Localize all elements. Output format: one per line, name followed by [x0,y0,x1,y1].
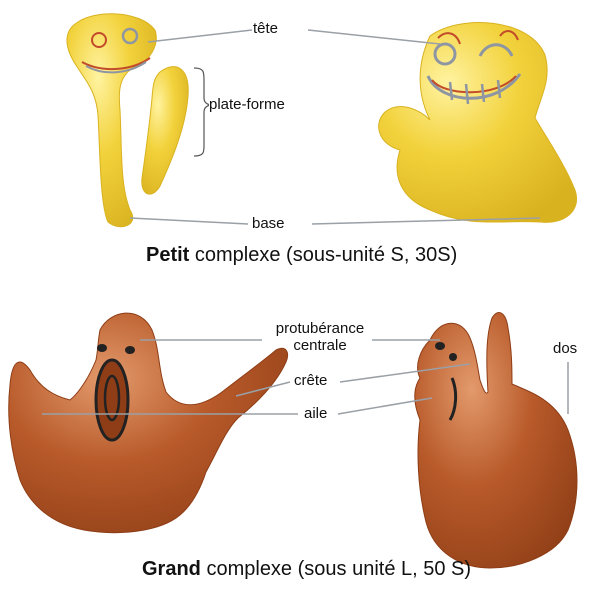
small-subunit-side-view [378,22,577,223]
small-subunit-left-body [66,13,157,228]
leader-crete-left [235,381,291,397]
label-protuberance-centrale: protubérance centrale [268,320,372,354]
label-plate-forme: plate-forme [209,96,285,113]
label-aile: aile [304,405,328,422]
large-subunit-side-view [414,312,578,569]
leader-aile-right [337,397,433,415]
label-crete: crête [294,372,328,389]
small-subunit-left-face [81,27,151,74]
small-subunit-right-body [378,22,577,223]
title-large-subunit: Grand complexe (sous unité L, 50 S) [142,558,471,581]
leader-lines [42,29,569,415]
leader-base-right [311,217,541,225]
label-protuberance-line2: centrale [293,337,347,354]
title-large-bold: Grand [142,558,201,580]
title-small-rest: complexe (sous-unité S, 30S) [189,244,458,266]
label-base: base [252,215,285,232]
large-subunit-right-face [435,342,458,421]
label-protuberance-line1: protubérance [275,320,365,337]
label-tete: tête [253,20,279,37]
leader-tete-left [147,29,253,43]
small-subunit-front-view [66,13,189,228]
small-subunit-platform [141,66,189,195]
title-small-subunit: Petit complexe (sous-unité S, 30S) [146,244,457,267]
large-subunit-left-body [8,312,289,534]
leader-crete-right [339,363,471,383]
large-subunit-front-view [8,312,289,534]
leader-tete-right [307,29,441,45]
large-subunit-left-face [94,344,135,442]
label-dos: dos [553,340,578,357]
small-subunit-right-face [426,30,522,105]
title-small-bold: Petit [146,244,190,266]
large-subunit-right-body [414,312,578,569]
title-large-rest: complexe (sous unité L, 50 S) [200,558,472,580]
leader-base-left [129,217,249,225]
